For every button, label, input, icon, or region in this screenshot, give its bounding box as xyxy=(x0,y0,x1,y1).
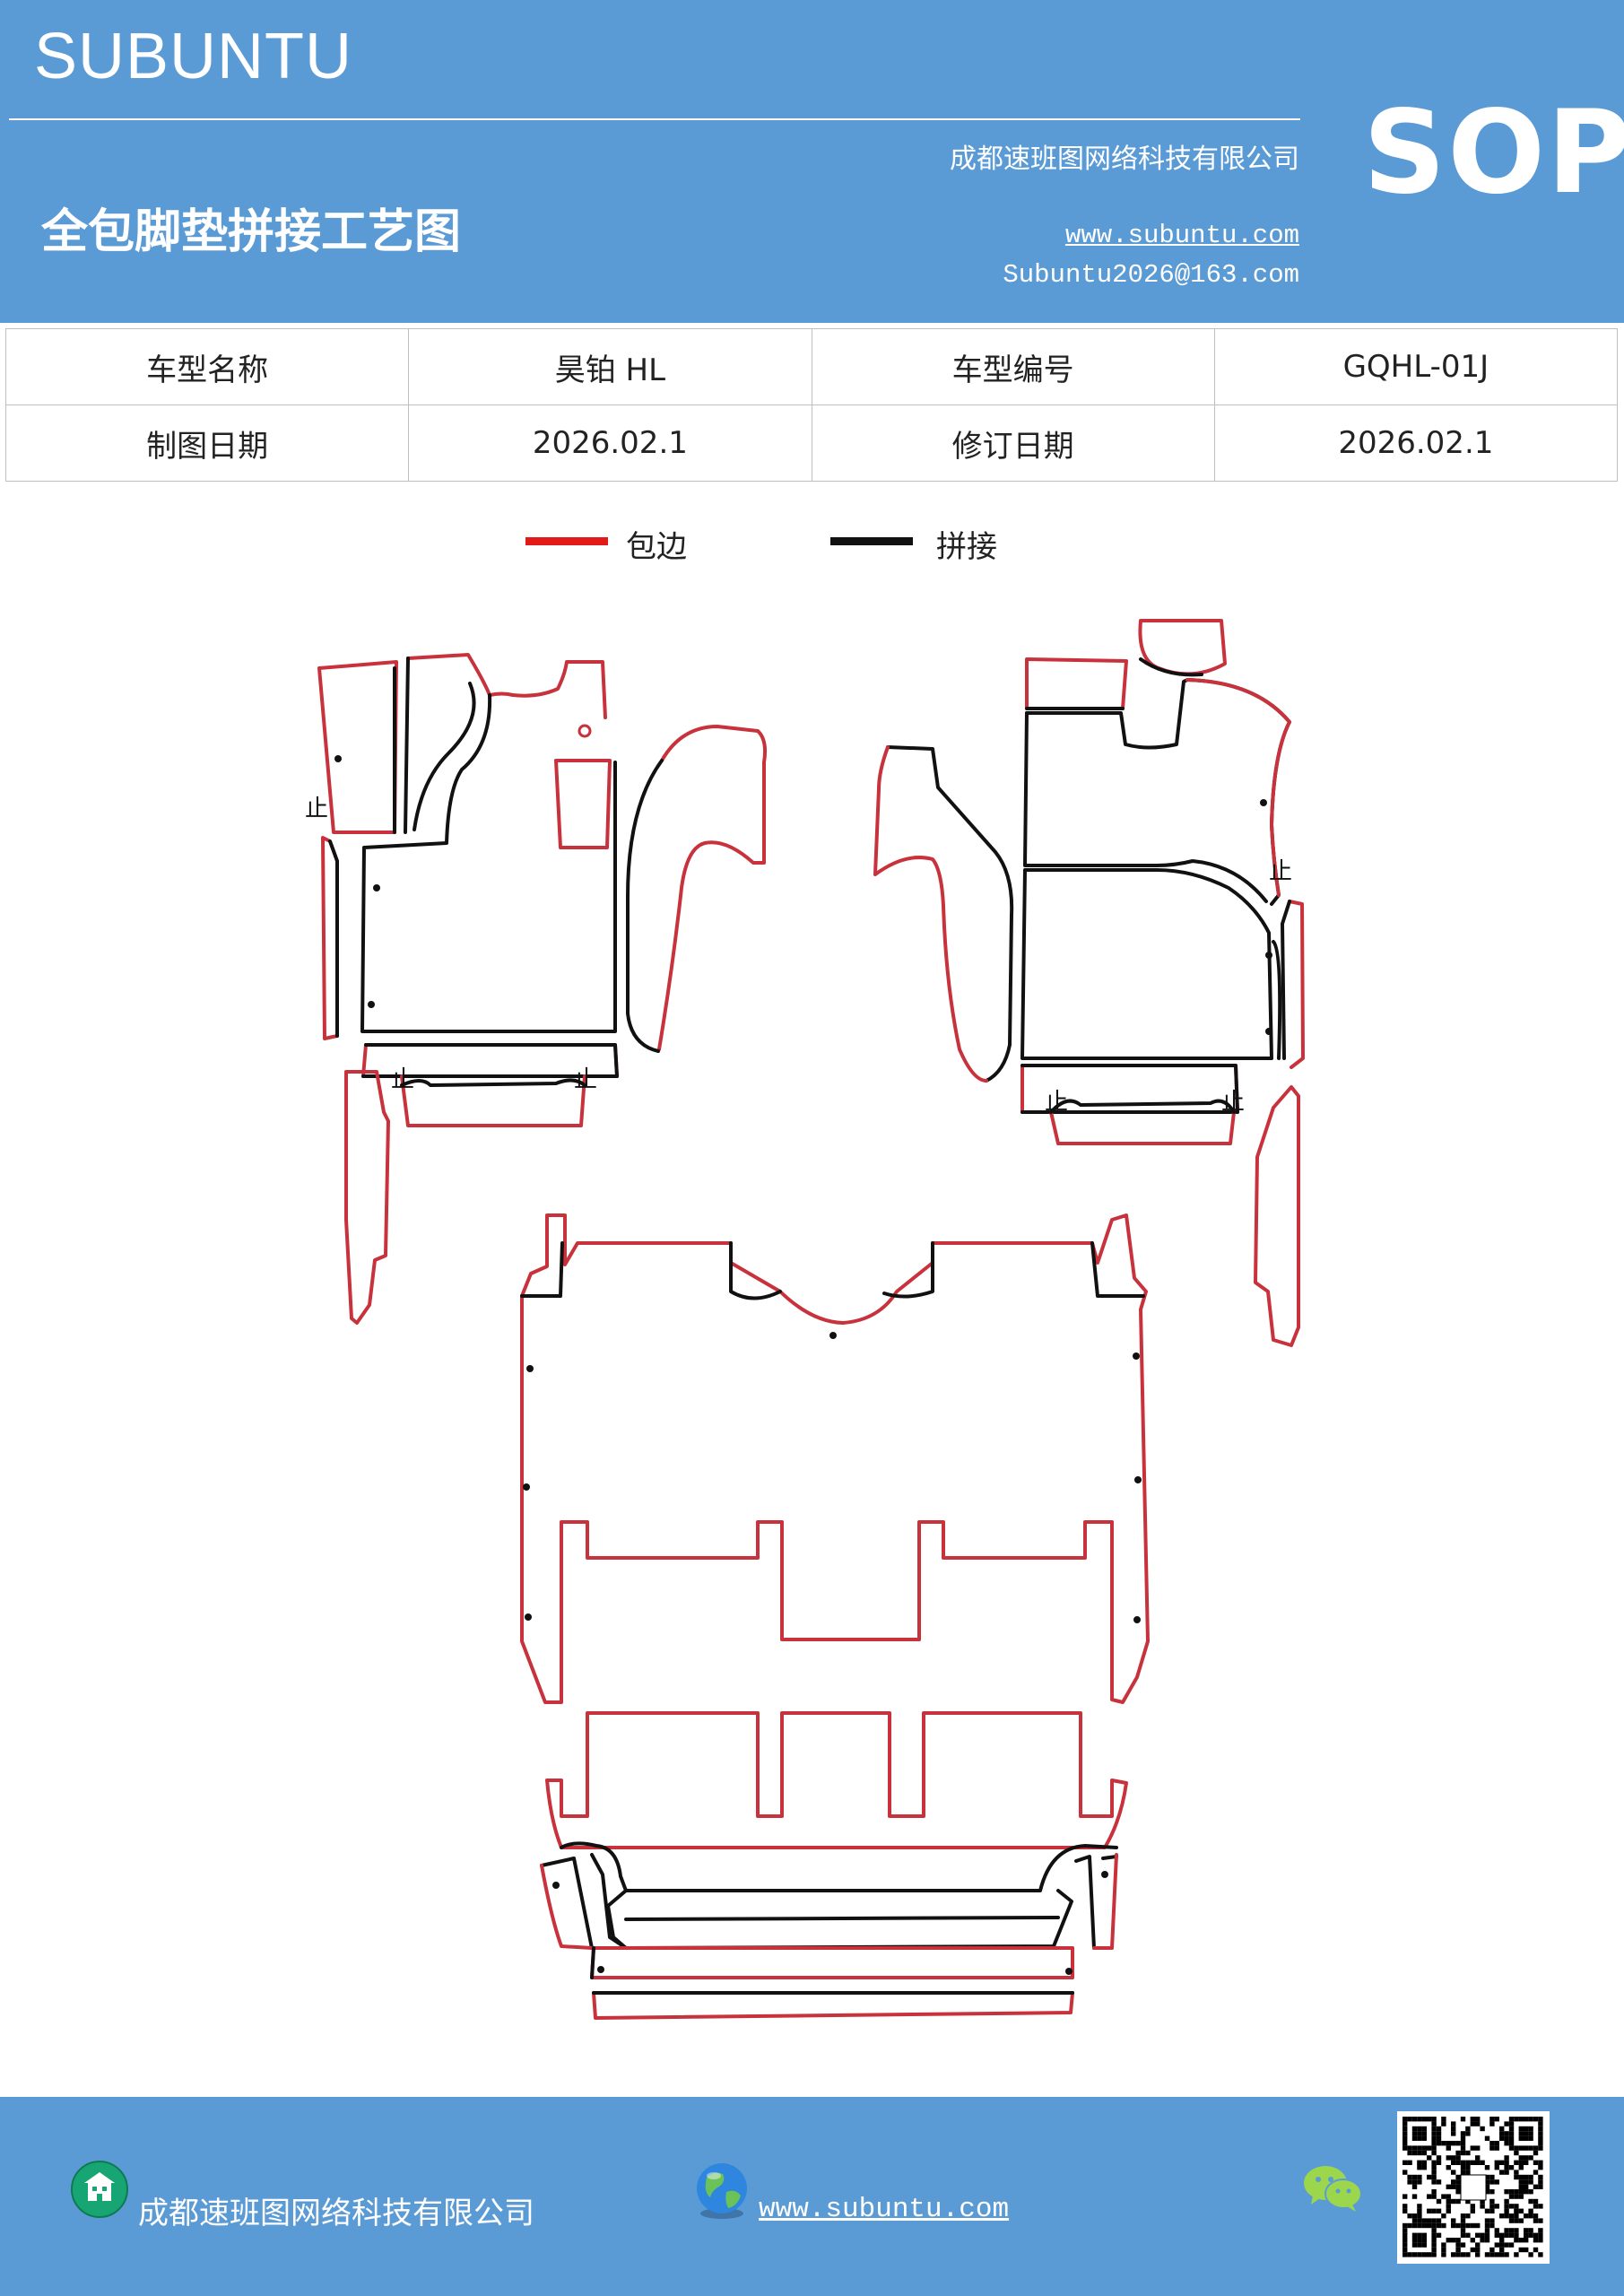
qr-code-graphic xyxy=(1403,2117,1543,2257)
header-divider xyxy=(9,118,1300,120)
floor-mat-diagram: 止 止 止 止 止 xyxy=(305,619,1305,2020)
stop-mark: 止 xyxy=(1221,1089,1245,1116)
legend-label-edge: 包边 xyxy=(626,529,687,565)
stop-mark: 止 xyxy=(574,1066,597,1093)
header-email: Subuntu2026@163.com xyxy=(1003,260,1299,290)
page-title: 全包脚垫拼接工艺图 xyxy=(41,204,462,259)
footer-website-link[interactable]: www.subuntu.com xyxy=(759,2194,1010,2225)
qr-code[interactable] xyxy=(1397,2111,1550,2264)
revision-date-label: 修订日期 xyxy=(811,404,1215,482)
brand-logo-text: SUBUNTU xyxy=(34,21,353,92)
building-icon xyxy=(71,2161,128,2218)
stop-mark: 止 xyxy=(305,796,328,822)
table-row: 制图日期 2026.02.1 修订日期 2026.02.1 xyxy=(4,404,1619,482)
page-footer: 成都速班图网络科技有限公司 www.subuntu.com xyxy=(0,2097,1624,2296)
legend-swatch-seam xyxy=(830,537,913,545)
footer-company-name: 成都速班图网络科技有限公司 xyxy=(138,2196,534,2231)
stop-mark: 止 xyxy=(1269,858,1292,885)
draw-date-label: 制图日期 xyxy=(4,404,410,482)
legend-swatch-edge xyxy=(525,537,608,545)
model-name-value: 昊铂 HL xyxy=(408,328,812,405)
revision-date-value: 2026.02.1 xyxy=(1213,404,1619,482)
sop-badge: SOP xyxy=(1363,86,1624,220)
vehicle-info-table: 车型名称 昊铂 HL 车型编号 GQHL-01J 制图日期 2026.02.1 … xyxy=(4,328,1619,482)
front-right-mat-group: 止 止 止 xyxy=(873,619,1305,1347)
third-row-mat-group xyxy=(540,1711,1128,2020)
rear-mat-group xyxy=(520,1213,1150,1704)
globe-icon xyxy=(697,2163,747,2219)
model-name-label: 车型名称 xyxy=(4,328,410,405)
legend: 包边 拼接 xyxy=(0,520,1624,574)
model-code-value: GQHL-01J xyxy=(1213,328,1619,405)
stop-mark: 止 xyxy=(391,1066,414,1093)
header-website-link[interactable]: www.subuntu.com xyxy=(1064,221,1299,250)
legend-label-seam: 拼接 xyxy=(936,529,997,565)
header-company-name: 成都速班图网络科技有限公司 xyxy=(950,144,1299,175)
stop-mark: 止 xyxy=(1045,1089,1068,1116)
draw-date-value: 2026.02.1 xyxy=(408,404,812,482)
table-row: 车型名称 昊铂 HL 车型编号 GQHL-01J xyxy=(4,328,1619,405)
model-code-label: 车型编号 xyxy=(811,328,1215,405)
front-left-mat-group: 止 止 止 xyxy=(305,653,768,1325)
page-header: SUBUNTU SOP 成都速班图网络科技有限公司 全包脚垫拼接工艺图 www.… xyxy=(0,0,1624,323)
wechat-icon[interactable] xyxy=(1302,2161,1365,2215)
